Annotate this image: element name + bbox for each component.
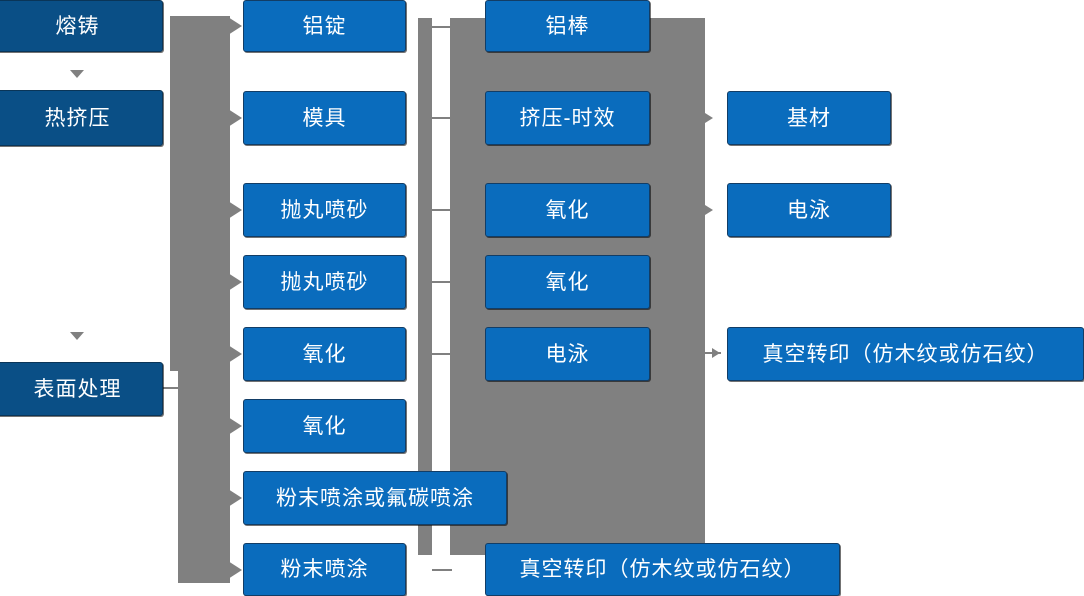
node-electrophoresis-out[interactable]: 电泳 xyxy=(727,183,891,237)
node-aluminum-bar-label: 铝棒 xyxy=(545,14,590,38)
node-shot-blast-2[interactable]: 抛丸喷砂 xyxy=(243,255,406,309)
node-electrophoresis-out-label: 电泳 xyxy=(787,198,831,222)
node-oxidation-1[interactable]: 氧化 xyxy=(243,327,406,381)
arrow-to-substrate xyxy=(705,113,713,123)
arrow-to-electrophoresis-out xyxy=(705,205,713,215)
node-oxidation-3-label: 氧化 xyxy=(545,198,590,222)
stage-hot-extrusion[interactable]: 热挤压 xyxy=(0,90,163,146)
stage-melt-cast-label: 熔铸 xyxy=(55,14,100,38)
connector-stub-vacuum-transfer xyxy=(432,569,452,571)
node-mold-label: 模具 xyxy=(302,106,347,130)
node-shot-blast-1[interactable]: 抛丸喷砂 xyxy=(243,183,406,237)
arrow-to-aluminum-ingot xyxy=(228,17,242,35)
arrow-to-shot-blast-2 xyxy=(228,273,242,291)
arrow-to-powder-or-pvdf xyxy=(228,489,242,507)
node-electrophoresis-label: 电泳 xyxy=(545,342,590,366)
node-substrate-label: 基材 xyxy=(787,106,831,130)
arrow-to-vacuum-transfer-right xyxy=(712,348,720,358)
node-oxidation-2-label: 氧化 xyxy=(302,414,347,438)
node-vacuum-transfer-right[interactable]: 真空转印（仿木纹或仿石纹） xyxy=(727,327,1084,381)
connector-stages-trunk-upper xyxy=(170,16,230,371)
node-extrusion-aging-label: 挤压-时效 xyxy=(519,106,616,130)
stage-melt-cast[interactable]: 熔铸 xyxy=(0,0,163,52)
connector-stub-extrusion-aging xyxy=(432,117,452,119)
connector-inputs-rail xyxy=(418,18,432,555)
node-oxidation-1-label: 氧化 xyxy=(302,342,347,366)
node-extrusion-aging[interactable]: 挤压-时效 xyxy=(485,91,650,145)
connector-extrusion-to-surface-arrow xyxy=(70,332,84,340)
node-vacuum-transfer-bottom[interactable]: 真空转印（仿木纹或仿石纹） xyxy=(485,543,840,596)
node-substrate[interactable]: 基材 xyxy=(727,91,891,145)
node-mold[interactable]: 模具 xyxy=(243,91,406,145)
node-shot-blast-2-label: 抛丸喷砂 xyxy=(280,270,369,294)
node-shot-blast-1-label: 抛丸喷砂 xyxy=(280,198,369,222)
connector-melt-to-extrusion-arrow xyxy=(70,70,84,78)
node-oxidation-4[interactable]: 氧化 xyxy=(485,255,650,309)
arrow-to-mold xyxy=(228,109,242,127)
connector-stub-oxidation-4 xyxy=(432,281,452,283)
connector-stub-aluminum-bar xyxy=(432,26,452,28)
connector-stub-oxidation-3 xyxy=(432,209,452,211)
stage-surface-treatment-label: 表面处理 xyxy=(33,377,122,401)
node-powder-coating-label: 粉末喷涂 xyxy=(280,558,369,581)
node-vacuum-transfer-right-label: 真空转印（仿木纹或仿石纹） xyxy=(762,342,1049,366)
connector-stub-electrophoresis xyxy=(432,353,452,355)
arrow-to-oxidation-1 xyxy=(228,345,242,363)
connector-stage-surface-stub xyxy=(163,387,183,389)
node-aluminum-bar[interactable]: 铝棒 xyxy=(485,0,650,52)
node-electrophoresis[interactable]: 电泳 xyxy=(485,327,650,381)
stage-surface-treatment[interactable]: 表面处理 xyxy=(0,362,163,416)
node-powder-or-pvdf-coating-label: 粉末喷涂或氟碳喷涂 xyxy=(276,486,474,510)
node-oxidation-2[interactable]: 氧化 xyxy=(243,399,406,453)
node-powder-or-pvdf-coating[interactable]: 粉末喷涂或氟碳喷涂 xyxy=(243,471,507,525)
stage-hot-extrusion-label: 热挤压 xyxy=(44,106,111,130)
arrow-to-powder-coating xyxy=(228,561,242,579)
node-oxidation-3[interactable]: 氧化 xyxy=(485,183,650,237)
node-oxidation-4-label: 氧化 xyxy=(545,270,590,294)
connector-stages-trunk-lower xyxy=(178,371,230,583)
arrow-to-oxidation-2 xyxy=(228,417,242,435)
node-aluminum-ingot-label: 铝锭 xyxy=(302,14,347,38)
node-powder-coating[interactable]: 粉末喷涂 xyxy=(243,543,406,596)
node-vacuum-transfer-bottom-label: 真空转印（仿木纹或仿石纹） xyxy=(519,558,806,581)
node-aluminum-ingot[interactable]: 铝锭 xyxy=(243,0,406,52)
arrow-to-shot-blast-1 xyxy=(228,201,242,219)
